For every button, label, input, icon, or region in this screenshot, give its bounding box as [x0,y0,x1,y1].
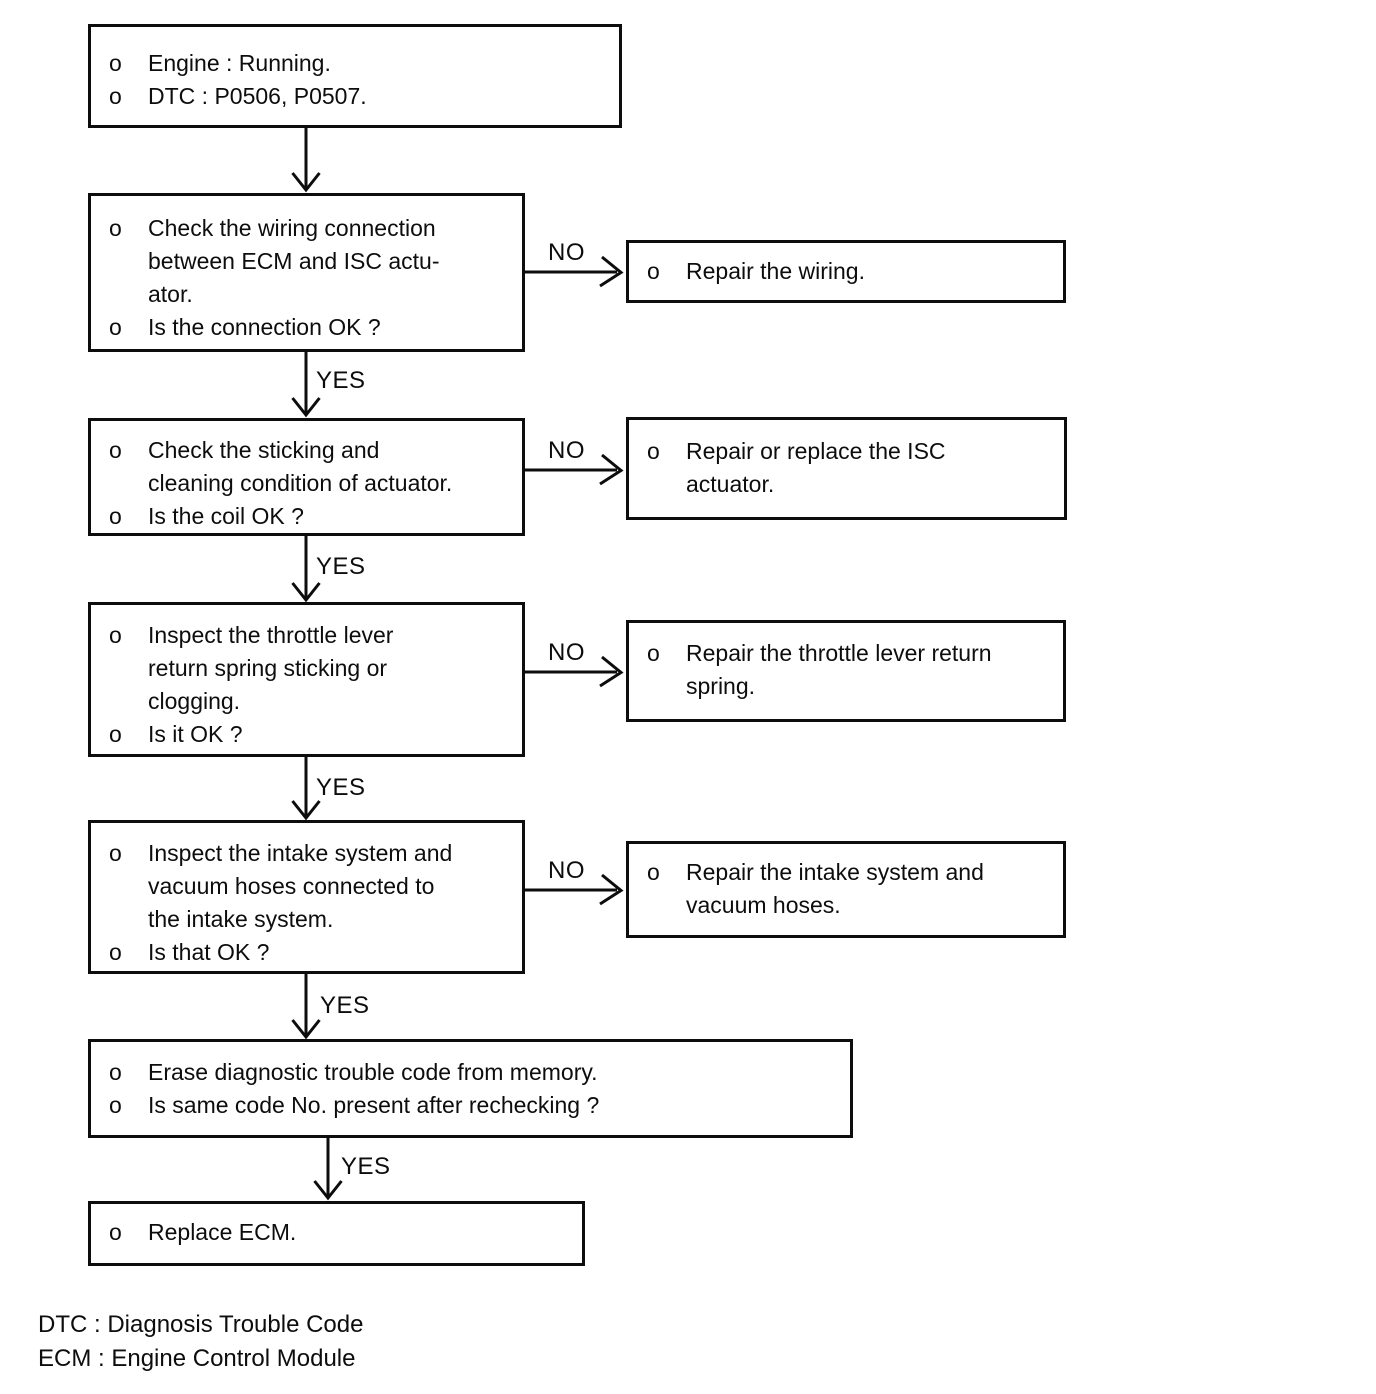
list-item: o Is that OK ? [109,936,514,969]
list-item: o Repair the wiring. [647,255,1055,288]
bullet-text: Repair the wiring. [686,258,865,284]
bullet-marker: o [109,1059,122,1085]
bullet-text: DTC : P0506, P0507. [148,83,367,109]
erase-dtc-box: o Erase diagnostic trouble code from mem… [88,1039,853,1138]
bullet-text: Repair or replace the ISC actuator. [686,438,946,497]
no-label-3: NO [548,639,585,666]
bullet-text: Is that OK ? [148,939,270,965]
bullet-marker: o [109,503,122,529]
bullet-text: Check the wiring connection between ECM … [148,215,440,307]
list-item: o Replace ECM. [109,1216,574,1249]
yes-label-5: YES [341,1153,391,1180]
bullet-text: Is the connection OK ? [148,314,381,340]
list-item: o Erase diagnostic trouble code from mem… [109,1056,842,1089]
yes-label-2: YES [316,553,366,580]
bullet-marker: o [109,939,122,965]
bullet-marker: o [109,437,122,463]
check-sticking-box: o Check the sticking and cleaning condit… [88,418,525,536]
list-item: o Repair or replace the ISC actuator. [647,435,1056,501]
bullet-text: Inspect the intake system and vacuum hos… [148,840,453,932]
list-item: o Is it OK ? [109,718,514,751]
replace-ecm-box: o Replace ECM. [88,1201,585,1266]
arrow-start-to-check-wiring [291,128,321,193]
bullet-marker: o [109,215,122,241]
bullet-marker: o [109,50,122,76]
yes-label-1: YES [316,367,366,394]
bullet-marker: o [109,314,122,340]
bullet-marker: o [109,721,122,747]
list-item: o Inspect the intake system and vacuum h… [109,837,514,936]
list-item: o Check the sticking and cleaning condit… [109,434,514,500]
arrow-yes-5 [313,1138,343,1201]
repair-return-spring-box: o Repair the throttle lever return sprin… [626,620,1066,722]
inspect-throttle-lever-box: o Inspect the throttle lever return spri… [88,602,525,757]
bullet-text: Is it OK ? [148,721,243,747]
bullet-text: Is same code No. present after recheckin… [148,1092,600,1118]
start-conditions-box: o Engine : Running. o DTC : P0506, P0507… [88,24,622,128]
bullet-marker: o [109,83,122,109]
list-item: o Is the coil OK ? [109,500,514,533]
list-item: o Repair the throttle lever return sprin… [647,637,1055,703]
list-item: o Check the wiring connection between EC… [109,212,514,311]
bullet-marker: o [109,1219,122,1245]
list-item: o DTC : P0506, P0507. [109,80,609,113]
bullet-marker: o [109,622,122,648]
yes-label-4: YES [320,992,370,1019]
bullet-text: Repair the throttle lever return spring. [686,640,992,699]
legend-line-dtc: DTC : Diagnosis Trouble Code [38,1311,364,1338]
abbreviation-legend: DTC : Diagnosis Trouble Code ECM : Engin… [38,1308,363,1376]
bullet-marker: o [647,258,660,284]
bullet-text: Inspect the throttle lever return spring… [148,622,394,714]
bullet-text: Is the coil OK ? [148,503,304,529]
repair-wiring-box: o Repair the wiring. [626,240,1066,303]
bullet-marker: o [647,438,660,464]
repair-isc-actuator-box: o Repair or replace the ISC actuator. [626,417,1067,520]
bullet-text: Engine : Running. [148,50,331,76]
no-label-1: NO [548,239,585,266]
bullet-text: Replace ECM. [148,1219,297,1245]
bullet-marker: o [647,640,660,666]
bullet-text: Check the sticking and cleaning conditio… [148,437,453,496]
repair-intake-system-box: o Repair the intake system and vacuum ho… [626,841,1066,938]
no-label-4: NO [548,857,585,884]
bullet-marker: o [647,859,660,885]
legend-line-ecm: ECM : Engine Control Module [38,1345,356,1372]
arrow-yes-4 [291,974,321,1040]
list-item: o Is the connection OK ? [109,311,514,344]
yes-label-3: YES [316,774,366,801]
list-item: o Repair the intake system and vacuum ho… [647,856,1055,922]
list-item: o Inspect the throttle lever return spri… [109,619,514,718]
list-item: o Engine : Running. [109,47,609,80]
bullet-text: Repair the intake system and vacuum hose… [686,859,984,918]
list-item: o Is same code No. present after recheck… [109,1089,842,1122]
inspect-intake-system-box: o Inspect the intake system and vacuum h… [88,820,525,974]
check-wiring-box: o Check the wiring connection between EC… [88,193,525,352]
bullet-text: Erase diagnostic trouble code from memor… [148,1059,598,1085]
bullet-marker: o [109,840,122,866]
bullet-marker: o [109,1092,122,1118]
no-label-2: NO [548,437,585,464]
